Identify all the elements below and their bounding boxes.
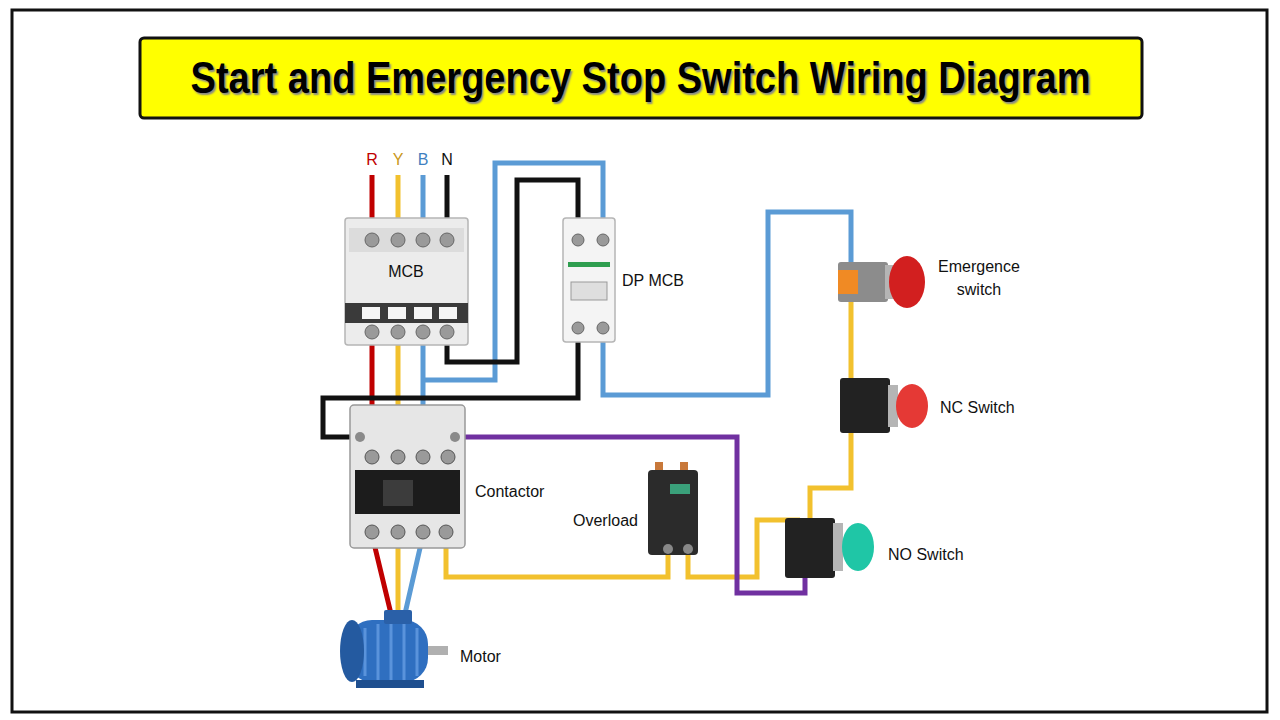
- switch-body: [785, 518, 835, 578]
- neutral-wire: [323, 175, 578, 437]
- nc-switch-device: [840, 378, 928, 433]
- switch-body: [840, 378, 890, 433]
- control-phase-wire: [603, 212, 851, 395]
- terminal: [365, 450, 379, 464]
- green-button: [842, 523, 874, 571]
- mcb-device: [345, 218, 468, 345]
- mcb-toggle-bar: [345, 303, 468, 323]
- dp-mcb-body: [563, 218, 615, 342]
- cooling-fins: [365, 624, 417, 680]
- neutral-label-box: N: [441, 150, 453, 170]
- terminal: [597, 322, 609, 334]
- terminal: [391, 325, 405, 339]
- dp-mcb-device: [563, 218, 615, 342]
- terminal: [441, 450, 455, 464]
- terminal: [391, 450, 405, 464]
- terminal: [572, 322, 584, 334]
- terminal: [416, 325, 430, 339]
- part-name-box: NO Switch: [888, 545, 964, 565]
- part-name-box: DP MCB: [622, 271, 684, 291]
- terminal: [572, 234, 584, 246]
- contactor-body: [350, 405, 465, 548]
- overload-tag: [670, 484, 690, 494]
- coil-terminal: [450, 432, 460, 442]
- terminal: [416, 233, 430, 247]
- terminal: [391, 233, 405, 247]
- toggle: [571, 282, 607, 300]
- motor-feet: [356, 680, 424, 688]
- switch-ring: [833, 523, 843, 571]
- mcb-body: [345, 218, 468, 345]
- mushroom-button: [889, 256, 925, 308]
- contactor-front: [355, 470, 460, 514]
- terminal: [663, 544, 673, 554]
- no-switch-device: [785, 518, 874, 578]
- terminal-box: [384, 610, 412, 624]
- part-name: NO Switch: [888, 545, 964, 565]
- motor-shaft: [428, 646, 448, 655]
- part-name-box: MCB: [388, 262, 424, 282]
- coil-terminal: [355, 432, 365, 442]
- red-button: [896, 384, 928, 428]
- part-name: NC Switch: [940, 398, 1015, 418]
- part-name-box: Overload: [573, 511, 638, 531]
- toggle: [439, 307, 457, 319]
- part-name: MCB: [388, 262, 424, 282]
- brand-strip: [568, 262, 610, 267]
- motor-end-cap: [340, 620, 364, 682]
- toggle: [362, 307, 380, 319]
- terminal: [440, 233, 454, 247]
- title: Start and Emergency Stop Switch Wiring D…: [191, 53, 1091, 103]
- terminal: [683, 544, 693, 554]
- terminal: [416, 450, 430, 464]
- part-name: Contactor: [475, 482, 544, 502]
- wires: [323, 163, 851, 618]
- terminal: [365, 525, 379, 539]
- neutral-label: N: [441, 150, 453, 170]
- phase-label-box: B: [418, 150, 429, 170]
- terminal: [365, 233, 379, 247]
- part-name-box: NC Switch: [940, 398, 1015, 418]
- overload-body: [648, 470, 698, 555]
- part-name: Overload: [573, 511, 638, 531]
- part-name: Emergence switch: [931, 255, 1027, 301]
- overload-device: [648, 462, 698, 555]
- title-banner: [140, 38, 1142, 118]
- terminal: [597, 234, 609, 246]
- part-name: Motor: [460, 647, 501, 667]
- terminal: [439, 525, 453, 539]
- part-name: DP MCB: [622, 271, 684, 291]
- terminal: [391, 525, 405, 539]
- part-name-box: Contactor: [475, 482, 544, 502]
- phase-label: B: [418, 150, 429, 170]
- phase-label: Y: [393, 150, 404, 170]
- mcb-terminal-strip: [349, 228, 464, 252]
- phase-label-box: R: [366, 150, 378, 170]
- part-name-box: Emergence switch: [931, 255, 1027, 301]
- title-banner-text: Start and Emergency Stop Switch Wiring D…: [140, 38, 1142, 118]
- contactor-device: [350, 405, 465, 548]
- terminal: [365, 325, 379, 339]
- switch-contact-block: [838, 270, 858, 294]
- terminal: [416, 525, 430, 539]
- motor-symbol: [340, 610, 448, 688]
- contactor-window: [383, 480, 413, 506]
- toggle: [388, 307, 406, 319]
- phase-label: R: [366, 150, 378, 170]
- phase-label-box: Y: [393, 150, 404, 170]
- part-name-box: Motor: [460, 647, 501, 667]
- coil-wire: [458, 437, 805, 593]
- frame: [12, 10, 1267, 712]
- terminal: [440, 325, 454, 339]
- emergency-switch-device: [838, 256, 925, 308]
- switch-body: [838, 262, 888, 302]
- toggle: [414, 307, 432, 319]
